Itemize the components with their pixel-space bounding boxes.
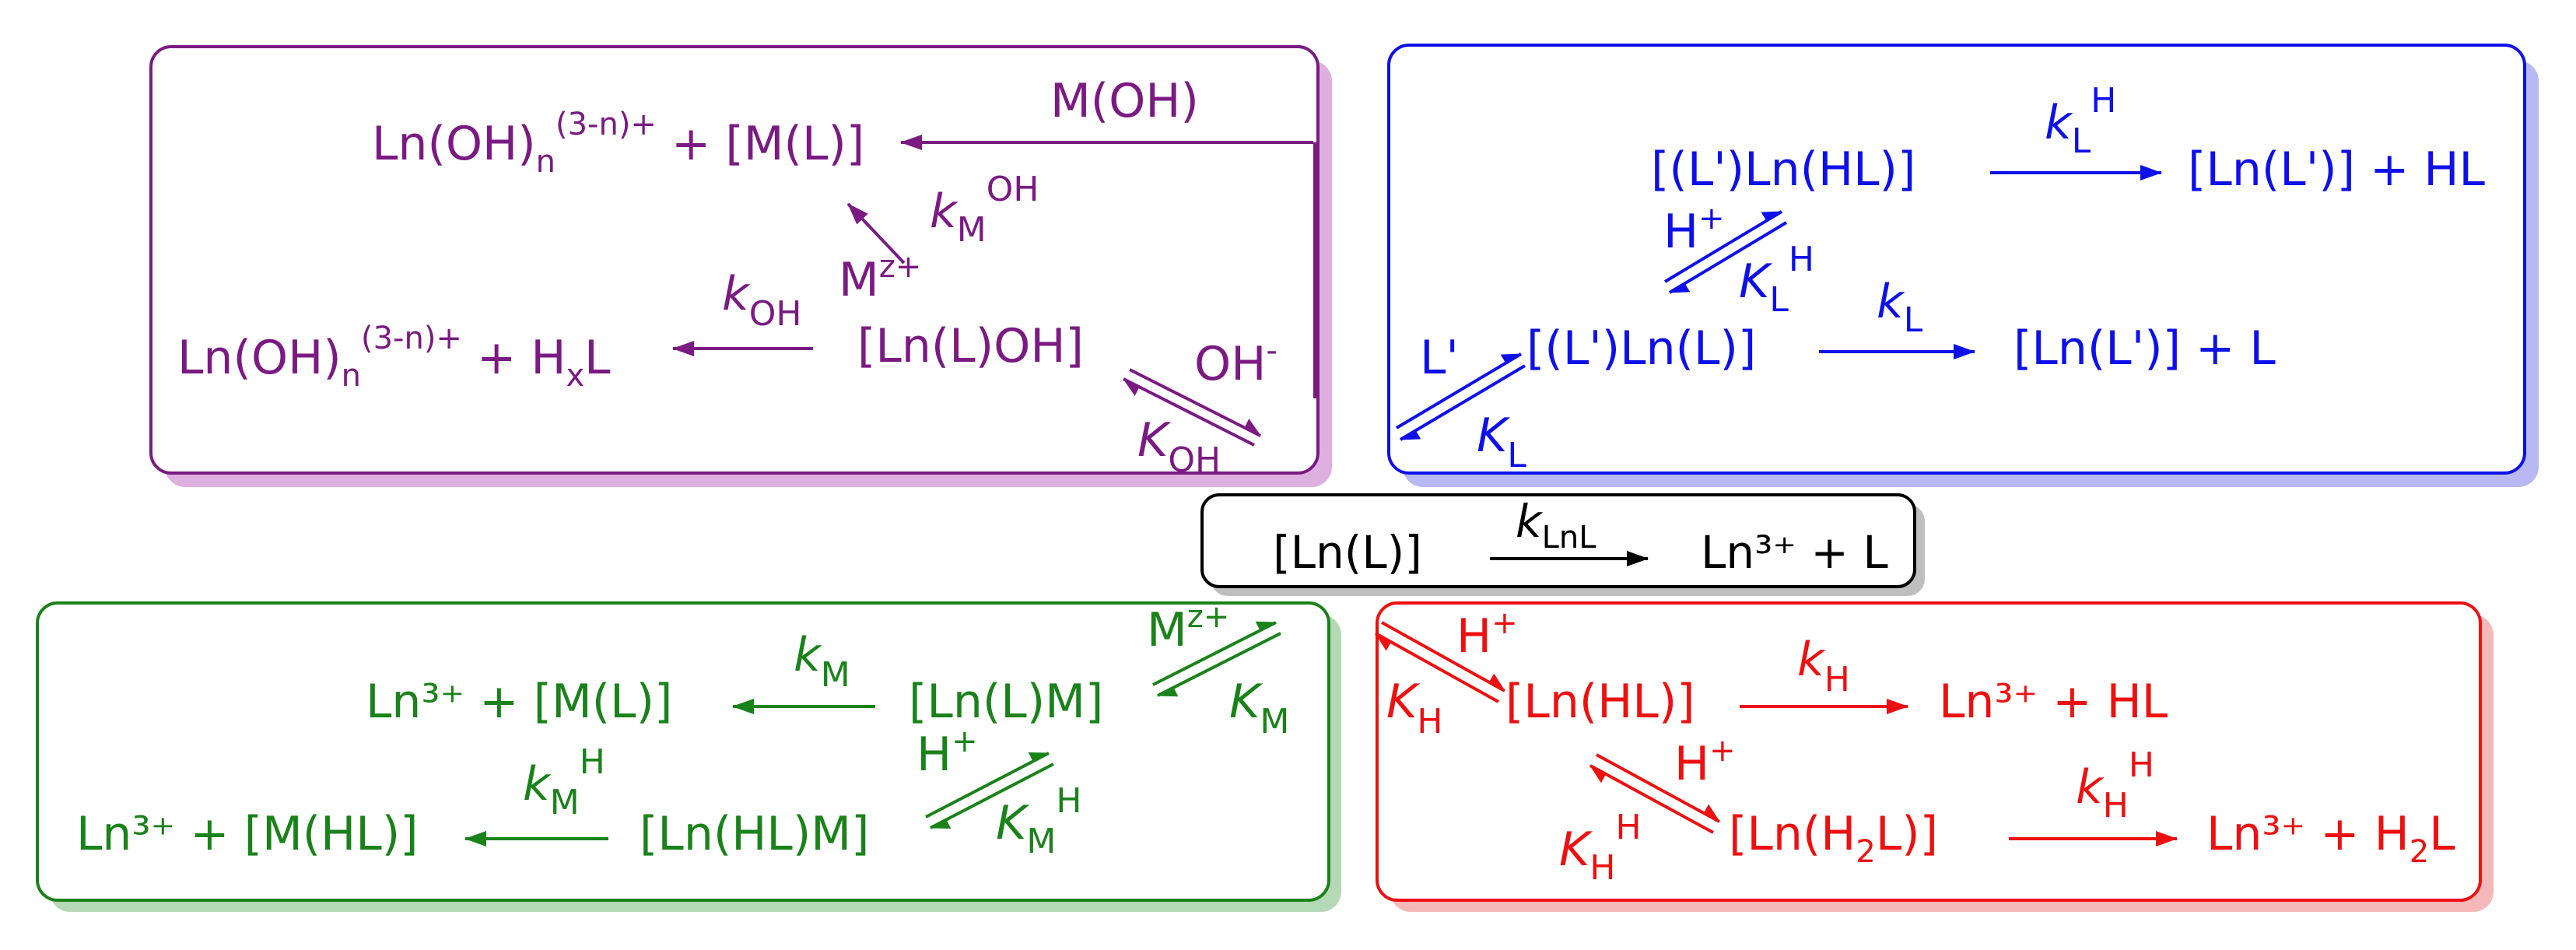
ligand-products-hl: [Ln(L')] + HL — [2188, 142, 2486, 197]
proton-eq2-backward — [1589, 764, 1714, 834]
metal-eq-kmh-label: KMH — [996, 781, 1081, 861]
hydroxide-bottom-products: Ln(OH)n(3-n)+ + HxL — [177, 321, 611, 394]
hydroxide-kmoh-label: kMOH — [930, 170, 1039, 250]
metal-products-mhl: Ln³⁺ + [M(HL)] — [76, 807, 419, 861]
metal-eq-h-backward — [930, 762, 1054, 829]
proton-proton1: H+ — [1456, 605, 1518, 664]
ligand-box — [1387, 44, 2526, 475]
proton-eq1-forward — [1381, 621, 1505, 692]
ligand-klh-label: kLH — [2045, 81, 2116, 161]
hydroxide-eq-label: KOH — [1137, 413, 1221, 480]
center-box — [1200, 493, 1916, 588]
ligand-complex-hl: [(L')Ln(HL)] — [1651, 142, 1915, 197]
metal-kmh-label: kMH — [523, 742, 605, 822]
ligand-complex-l: [(L')Ln(L)] — [1526, 321, 1756, 376]
hydroxide-eq-forward — [1129, 368, 1261, 437]
metal-metal-ion: Mz+ — [1147, 599, 1229, 657]
proton-eq2-forward — [1596, 753, 1720, 823]
center-rate-label: kLnL — [1516, 495, 1596, 556]
hydroxide-kmoh-arrow — [846, 202, 906, 265]
metal-complex-hlm: [Ln(HL)M] — [640, 807, 869, 861]
ligand-proton: H+ — [1663, 201, 1725, 259]
metal-eq-m-backward — [1157, 632, 1281, 697]
metal-eq-km-label: KM — [1229, 675, 1289, 741]
center-reaction: [Ln(L)] kLnL Ln³⁺ + L — [1273, 495, 1888, 579]
ligand-eq-l-backward — [1399, 364, 1526, 441]
ligand-pathway: [(L')Ln(HL)] kLH [Ln(L')] + HL H+ KLH L'… — [1395, 81, 2486, 475]
hydroxide-reagent-oh: OH- — [1194, 333, 1277, 391]
proton-khh-label: kHH — [2076, 745, 2154, 826]
proton-pathway: H+ KH [Ln(HL)] kH Ln³⁺ + HL H+ KHH [Ln(H… — [1375, 605, 2455, 888]
metal-proton: H+ — [916, 724, 978, 782]
metal-complex-lm: [Ln(L)M] — [909, 675, 1103, 729]
metal-eq-h-forward — [925, 752, 1050, 819]
metal-km-label: kM — [794, 628, 850, 695]
hydroxide-eq-backward — [1123, 377, 1255, 447]
proton-eq-khh-label: KHH — [1559, 808, 1642, 888]
ligand-eq-l-forward — [1395, 352, 1523, 429]
proton-eq1-backward — [1375, 632, 1499, 703]
proton-proton2: H+ — [1674, 733, 1736, 791]
ligand-products-l: [Ln(L')] + L — [2013, 321, 2276, 376]
proton-products-hl: Ln³⁺ + HL — [1939, 675, 2168, 729]
proton-box — [1376, 601, 2482, 902]
proton-eq-kh-label: KH — [1386, 675, 1442, 741]
ligand-eq-klh-label: KLH — [1739, 240, 1814, 320]
hydroxide-complex: [Ln(L)OH] — [857, 319, 1084, 373]
metal-box — [36, 601, 1330, 902]
ligand-eq-kl-label: KL — [1477, 408, 1526, 475]
proton-complex-hl: [Ln(HL)] — [1505, 675, 1695, 729]
metal-pathway: Ln³⁺ + [M(L)] kM [Ln(L)M] Mz+ KM H+ KMH … — [76, 599, 1289, 861]
proton-complex-h2l: [Ln(H2L)] — [1729, 807, 1938, 870]
ligand-eq-h-forward — [1663, 210, 1783, 283]
hydroxide-koh-label: kOH — [722, 267, 801, 334]
hydroxide-metal-ion: Mz+ — [839, 249, 921, 307]
hydroxide-pathway: Ln(OH)n(3-n)+ + [M(L)] M(OH) kMOH Mz+ kO… — [177, 74, 1316, 480]
hydroxide-reagent-moh: M(OH) — [1050, 74, 1199, 128]
metal-products-ml: Ln³⁺ + [M(L)] — [366, 675, 672, 729]
hydroxide-top-products: Ln(OH)n(3-n)+ + [M(L)] — [372, 107, 864, 180]
hydroxide-box — [149, 45, 1320, 475]
ligand-kl-label: kL — [1877, 275, 1923, 340]
metal-eq-m-forward — [1152, 621, 1277, 686]
ligand-reagent-l: L' — [1420, 331, 1459, 385]
proton-kh-label: kH — [1797, 633, 1850, 699]
ligand-eq-h-backward — [1668, 221, 1788, 294]
center-species: [Ln(L)] — [1273, 526, 1422, 579]
proton-products-h2l: Ln³⁺ + H2L — [2206, 807, 2455, 870]
center-products: Ln³⁺ + L — [1701, 526, 1888, 579]
